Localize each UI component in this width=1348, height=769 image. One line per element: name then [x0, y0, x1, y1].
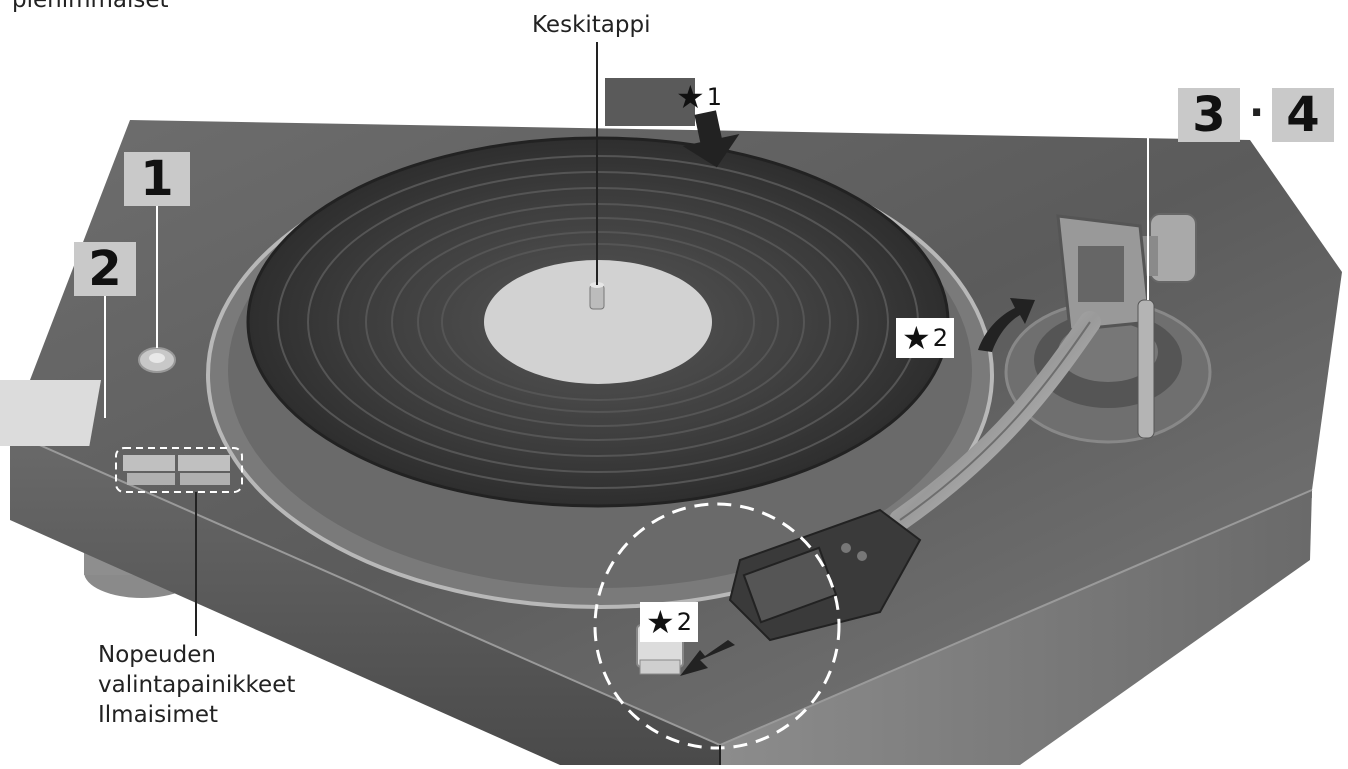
start-stop-panel	[0, 380, 101, 446]
step-4-box: 4	[1272, 87, 1334, 143]
star-icon: ★	[676, 78, 705, 116]
arm-lift-lever	[1137, 299, 1155, 439]
speed-buttons-label: Nopeuden valintapainikkeet Ilmaisimet	[98, 640, 295, 730]
step-1-box: 1	[124, 151, 190, 207]
headshell	[728, 508, 922, 642]
star-2-marker-arm: ★ 2	[896, 318, 954, 358]
side-edge-line	[719, 489, 1313, 746]
step34-leader	[1147, 113, 1176, 300]
star-1-number: 1	[706, 83, 722, 111]
center-pin-label: Keskitappi	[532, 12, 651, 38]
star-1-marker: ★ 1	[676, 78, 722, 116]
step-separator-dot: ·	[1249, 90, 1265, 136]
star-icon: ★	[646, 603, 675, 641]
step-2-box: 2	[74, 241, 136, 297]
step-3-box: 3	[1178, 87, 1240, 143]
speed-buttons-label-line1: Nopeuden	[98, 642, 216, 668]
speed-buttons-label-line2: valintapainikkeet	[98, 672, 296, 698]
star-2-number: 2	[932, 324, 948, 352]
turntable-right-face	[720, 490, 1312, 765]
curved-arrow-star2	[978, 298, 1035, 352]
turntable-front-face	[10, 432, 720, 765]
record-label	[484, 260, 712, 384]
indicators-label: Ilmaisimet	[98, 702, 219, 728]
left-arrow-stylus	[680, 640, 735, 676]
down-arrow-star1	[682, 110, 740, 168]
center-pin	[589, 284, 605, 310]
stylus-detail-circle	[593, 502, 841, 750]
top-left-partial-label: pienimmäiset	[12, 0, 169, 13]
rear-tab	[605, 78, 695, 126]
speed-buttons	[115, 447, 243, 493]
star-icon: ★	[902, 319, 931, 357]
star-2-marker-stylus: ★ 2	[640, 602, 698, 642]
star-2b-number: 2	[676, 608, 692, 636]
